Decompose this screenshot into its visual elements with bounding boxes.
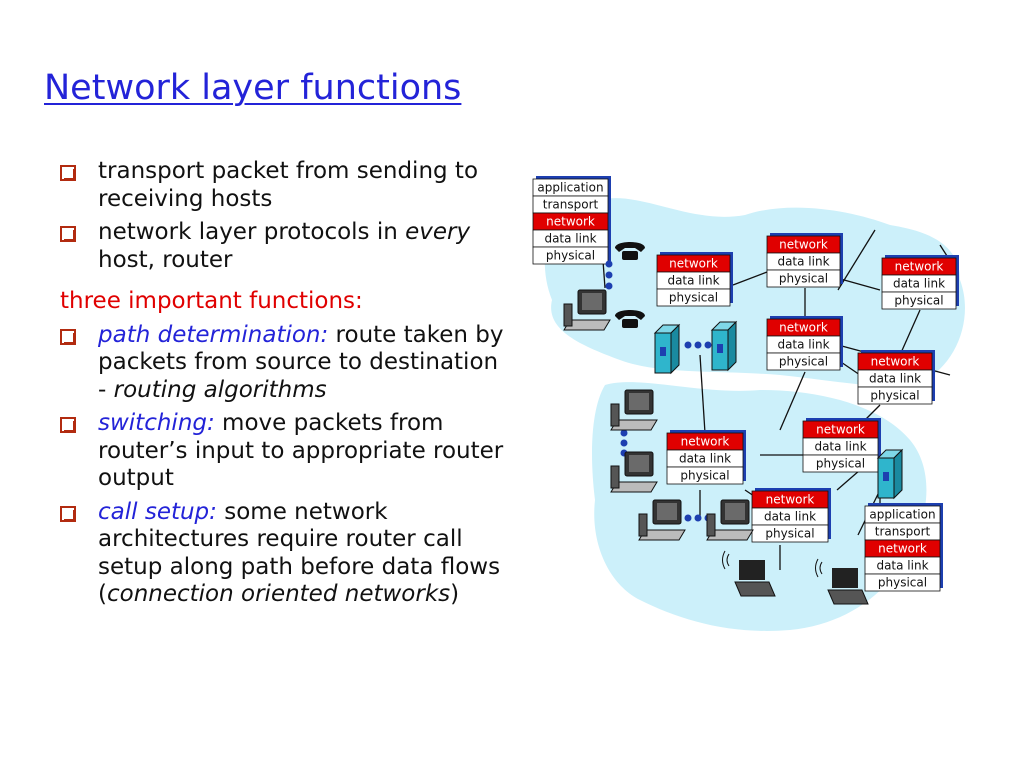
server-icon <box>653 323 681 375</box>
protocol-layer-label: data link <box>869 372 921 386</box>
desktop-computer-icon <box>610 451 658 493</box>
protocol-layer-label: network <box>546 215 595 229</box>
protocol-layer-label: data link <box>893 277 945 291</box>
protocol-layer-label: network <box>816 423 865 437</box>
protocol-layer-label: physical <box>779 355 828 369</box>
protocol-layer-label: network <box>871 355 920 369</box>
protocol-layer <box>864 573 941 592</box>
protocol-layer-label: data link <box>876 559 928 573</box>
protocol-layer-label: physical <box>870 389 919 403</box>
desktop-computer-icon <box>706 499 754 541</box>
slide-title: Network layer functions <box>44 68 462 108</box>
protocol-layer-label: physical <box>779 272 828 286</box>
bullet-box-icon <box>60 165 76 181</box>
router-protocol-stack: network data link physical <box>881 255 959 310</box>
router-protocol-stack: network data link physical <box>857 350 935 405</box>
protocol-layer-label: transport <box>543 198 599 212</box>
protocol-layer <box>751 524 829 543</box>
protocol-layer-label: data link <box>544 232 596 246</box>
protocol-layer <box>881 291 957 310</box>
protocol-layer-label: physical <box>669 291 718 305</box>
protocol-layer-label: application <box>537 181 603 195</box>
slide-body: transport packet from sending to receivi… <box>60 158 505 609</box>
laptop-icon <box>722 550 776 597</box>
protocol-layer <box>532 246 609 265</box>
protocol-layer-label: transport <box>875 525 931 539</box>
section-heading: three important functions: <box>60 288 363 314</box>
protocol-layer <box>857 386 933 405</box>
bullet-item: network layer protocols in every host, r… <box>60 219 505 274</box>
server-icon <box>876 448 904 500</box>
router-protocol-stack: network data link physical <box>751 488 831 543</box>
router-protocol-stack: network data link physical <box>766 316 843 371</box>
protocol-layer-label: network <box>766 493 815 507</box>
protocol-layer-label: data link <box>679 452 731 466</box>
protocol-layer-label: data link <box>764 510 816 524</box>
protocol-layer-label: data link <box>777 255 829 269</box>
protocol-layer-label: data link <box>814 440 866 454</box>
protocol-layer-label: physical <box>680 469 729 483</box>
bullet-box-icon <box>60 328 76 345</box>
bullet-item: path determination: route taken by packe… <box>60 322 505 405</box>
protocol-layer-label: data link <box>777 338 829 352</box>
protocol-layer-label: application <box>869 508 935 522</box>
bullet-box-icon <box>60 417 76 433</box>
protocol-layer <box>766 352 841 371</box>
protocol-layer-label: network <box>669 257 718 271</box>
bullet-item: transport packet from sending to receivi… <box>60 158 505 213</box>
host-protocol-stack: application transport network data link phys… <box>864 503 943 592</box>
protocol-stacks: application transport network data link phys… <box>532 176 959 592</box>
bullet-box-icon <box>60 226 76 242</box>
protocol-layer-label: physical <box>894 294 943 308</box>
telephone-icon <box>615 310 645 328</box>
protocol-layer-label: network <box>681 435 730 449</box>
desktop-computer-icon <box>638 499 686 541</box>
protocol-layer-label: data link <box>667 274 719 288</box>
protocol-layer-label: physical <box>546 249 595 263</box>
protocol-layer-label: network <box>779 321 828 335</box>
host-protocol-stack: application transport network data link phys… <box>532 176 611 265</box>
protocol-layer-label: physical <box>816 457 865 471</box>
laptop-icon <box>815 558 869 605</box>
protocol-layer-label: network <box>878 542 927 556</box>
desktop-computer-icon <box>563 289 611 331</box>
telephone-icon <box>615 242 645 260</box>
bullet-box-icon <box>60 505 76 522</box>
protocol-layer <box>666 466 744 485</box>
protocol-layer <box>656 288 731 307</box>
protocol-layer-label: physical <box>765 527 814 541</box>
bullet-item: call setup: some network architectures r… <box>60 499 505 609</box>
ellipsis-dots-icon <box>605 260 712 522</box>
bullet-item: switching: move packets from router’s in… <box>60 410 505 493</box>
router-protocol-stack: network data link physical <box>802 418 881 473</box>
desktop-computer-icon <box>610 389 658 431</box>
router-protocol-stack: network data link physical <box>766 233 843 288</box>
protocol-layer <box>766 269 841 288</box>
protocol-layer-label: physical <box>878 576 927 590</box>
protocol-layer-label: network <box>779 238 828 252</box>
router-protocol-stack: network data link physical <box>666 430 746 485</box>
protocol-layer-label: network <box>895 260 944 274</box>
router-protocol-stack: network data link physical <box>656 252 733 307</box>
server-icon <box>710 320 738 372</box>
network-cloud-upper <box>544 191 965 387</box>
